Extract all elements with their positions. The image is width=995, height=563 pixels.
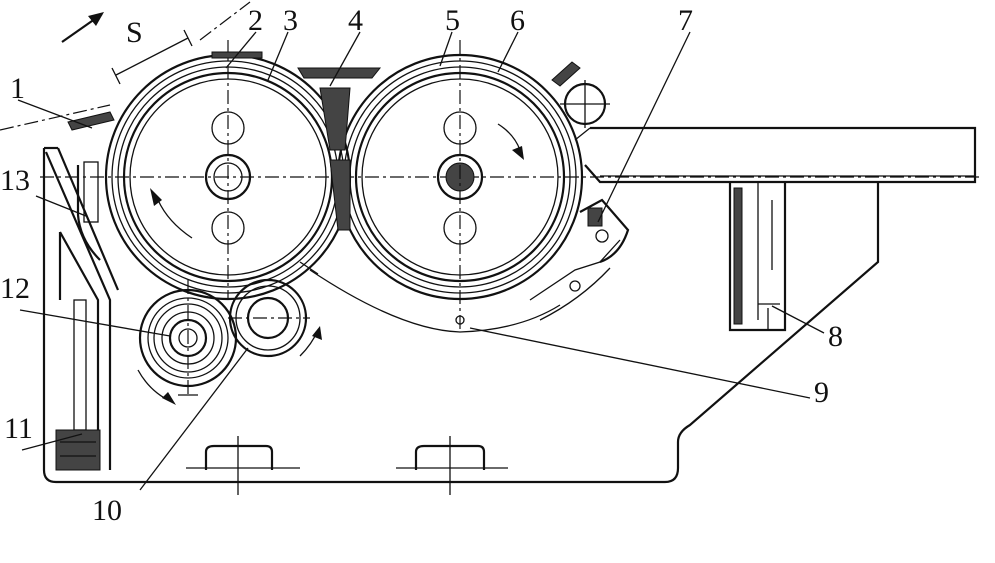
label-10: 10	[92, 494, 122, 527]
gripper-mechanism	[570, 200, 628, 291]
delivery-table	[575, 128, 975, 182]
mounting-feet	[186, 436, 508, 495]
label-s: S	[126, 16, 143, 49]
direction-arrow	[62, 12, 104, 42]
label-11: 11	[4, 412, 33, 445]
label-7: 7	[678, 4, 693, 37]
label-2: 2	[248, 4, 263, 37]
label-9: 9	[814, 376, 829, 409]
label-1: 1	[10, 72, 25, 105]
label-13: 13	[0, 164, 30, 197]
right-cylinder	[338, 40, 582, 330]
label-12: 12	[0, 272, 30, 305]
label-8: 8	[828, 320, 843, 353]
guide-roller	[552, 62, 610, 128]
label-5: 5	[445, 4, 460, 37]
label-4: 4	[348, 4, 363, 37]
roller-10	[228, 280, 322, 356]
label-3: 3	[283, 4, 298, 37]
label-6: 6	[510, 4, 525, 37]
